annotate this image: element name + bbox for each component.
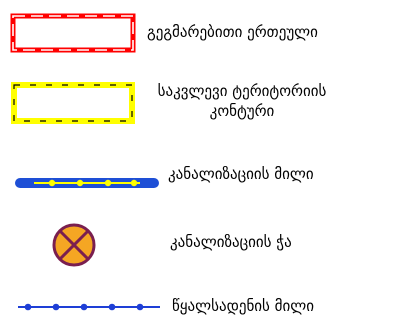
survey-territory-contour-symbol — [11, 82, 135, 124]
legend-row-sewerage-line: კანალიზაციის მილი — [0, 158, 414, 198]
legend-row-survey-territory: საკვლევი ტერიტორიის კონტური — [0, 75, 414, 133]
sewerage-line-symbol — [15, 178, 159, 188]
legend-row-water-supply-line: წყალსადენის მილი — [0, 288, 414, 322]
legend-row-planning-unit: გეგმარებითი ერთეული — [0, 8, 414, 56]
water-supply-line-symbol — [18, 303, 160, 311]
water-supply-line-label: წყალსადენის მილი — [172, 297, 314, 315]
planning-unit-boundary-symbol — [10, 13, 136, 53]
survey-territory-label-line-1: საკვლევი ტერიტორიის — [157, 82, 327, 100]
planning-unit-label: გეგმარებითი ერთეული — [147, 23, 318, 41]
legend-row-sewerage-manhole: კანალიზაციის ჭა — [0, 218, 414, 270]
sewerage-manhole-label: კანალიზაციის ჭა — [170, 233, 292, 251]
sewerage-line-label: კანალიზაციის მილი — [168, 165, 314, 183]
sewerage-manhole-symbol — [52, 223, 96, 267]
survey-territory-label-line-2: კონტური — [209, 102, 275, 120]
